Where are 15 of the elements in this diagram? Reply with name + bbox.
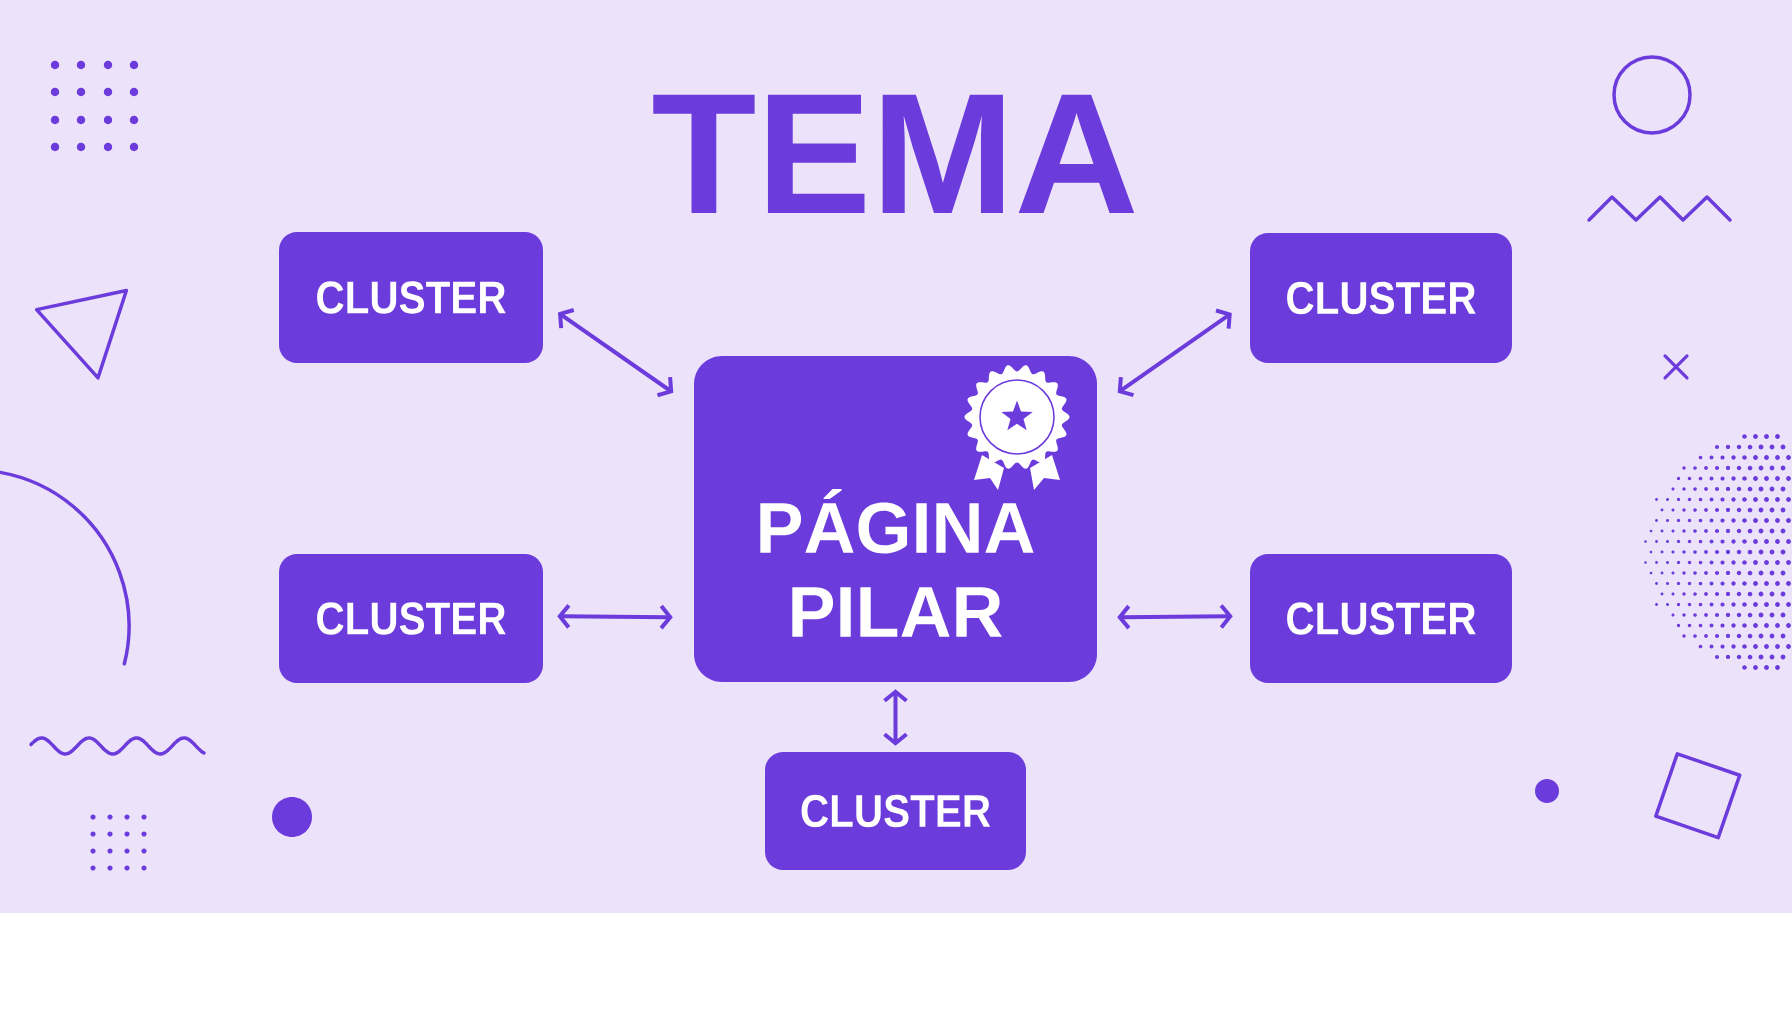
double-arrow — [557, 308, 674, 398]
cluster-box: CLUSTER — [1250, 554, 1512, 683]
cluster-box: CLUSTER — [1250, 233, 1512, 363]
cluster-box: CLUSTER — [279, 554, 543, 683]
square-outline — [1654, 752, 1742, 840]
cluster-box: CLUSTER — [765, 752, 1026, 870]
double-arrow — [883, 689, 908, 746]
title: TEMA — [653, 94, 1135, 213]
double-arrow — [1117, 308, 1232, 398]
circle-outline — [1612, 55, 1692, 135]
triangle-outline — [34, 288, 129, 380]
pillar-page-box: PÁGINA PILAR — [694, 356, 1097, 682]
double-arrow — [1117, 604, 1233, 630]
cluster-box: CLUSTER — [279, 232, 543, 363]
double-arrow — [557, 604, 673, 630]
